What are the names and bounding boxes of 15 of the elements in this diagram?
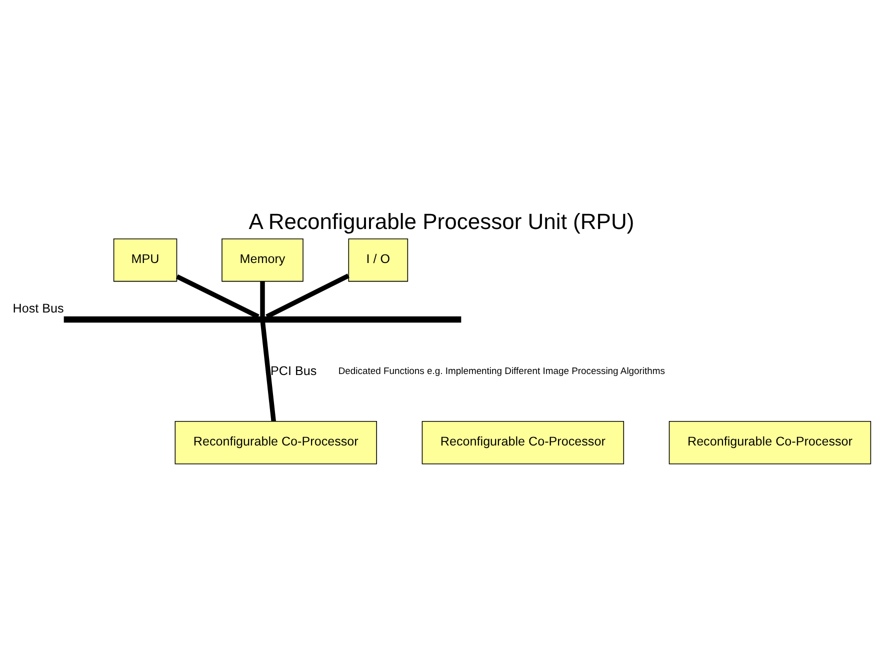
node-box: Reconfigurable Co-Processor	[668, 420, 872, 464]
connector	[176, 274, 260, 318]
node-box: Reconfigurable Co-Processor	[422, 420, 624, 464]
connector	[260, 322, 276, 422]
node-box: Memory	[222, 238, 304, 282]
node-label: Host Bus	[12, 301, 64, 316]
node-bar	[64, 316, 462, 322]
connector	[266, 273, 350, 318]
node-box: MPU	[113, 238, 178, 282]
diagram-title: A Reconfigurable Processor Unit (RPU)	[248, 208, 634, 234]
label: Dedicated Functions e.g. Implementing Different Image Processing Algorithms	[338, 366, 666, 377]
node-box: I / O	[348, 238, 408, 282]
connector	[260, 280, 265, 316]
node-box: Reconfigurable Co-Processor	[174, 420, 377, 464]
edge-label: PCI Bus	[270, 363, 317, 378]
